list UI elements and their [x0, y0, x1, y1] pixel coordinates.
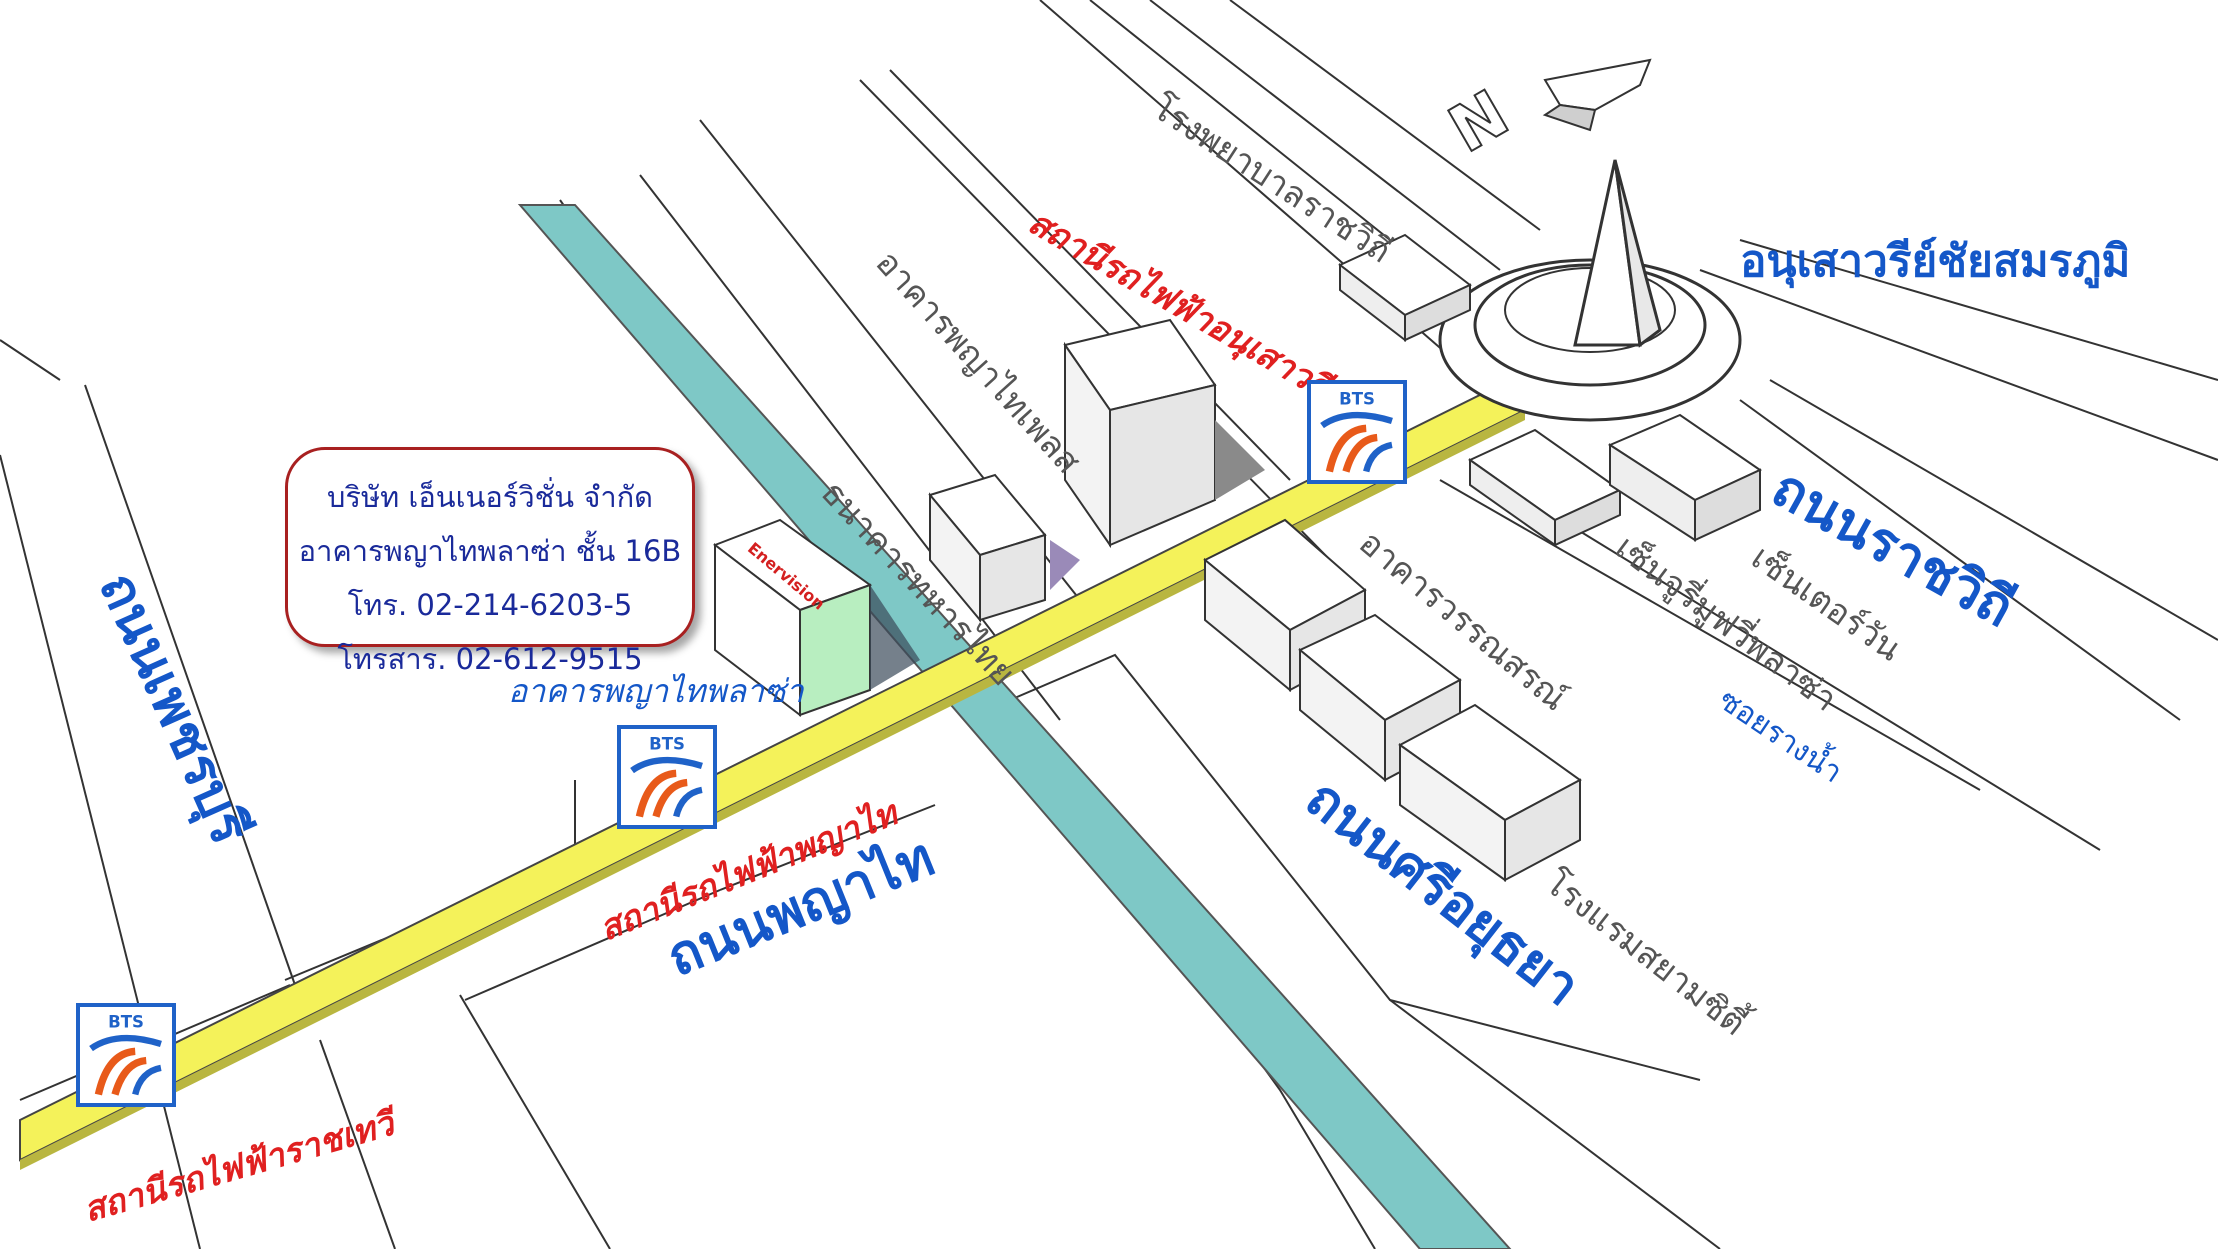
company-address: อาคารพญาไทพลาซ่า ชั้น 16B: [298, 534, 682, 568]
bts-logo-ratchathewi: BTS: [76, 1003, 176, 1107]
buildings: [712, 233, 1763, 882]
company-fax: โทรสาร. 02-612-9515: [337, 642, 643, 676]
bts-logo-graphic: BTS: [89, 1012, 162, 1096]
landmark-label-phayathai-plaza: อาคารพญาไทพลาซ่า: [508, 672, 804, 710]
landmark-label-monument: อนุเสาวรีย์ชัยสมรภูมิ: [1740, 236, 2131, 287]
monument: [1573, 159, 1662, 348]
bts-logo-text: BTS: [1339, 389, 1375, 408]
company-info-box: บริษัท เอ็นเนอร์วิชั่น จำกัด อาคารพญาไทพ…: [285, 447, 695, 676]
bts-logo-victory-monument: BTS: [1307, 380, 1407, 484]
bts-logo-phayathai: BTS: [617, 725, 717, 829]
bts-logo-text: BTS: [649, 734, 685, 753]
company-name: บริษัท เอ็นเนอร์วิชั่น จำกัด: [327, 480, 653, 514]
bts-logo-graphic: BTS: [1320, 389, 1393, 473]
north-arrow: [1542, 58, 1652, 132]
company-phone: โทร. 02-214-6203-5: [347, 588, 633, 622]
bts-logo-graphic: BTS: [630, 734, 703, 818]
bts-logo-text: BTS: [108, 1012, 144, 1031]
